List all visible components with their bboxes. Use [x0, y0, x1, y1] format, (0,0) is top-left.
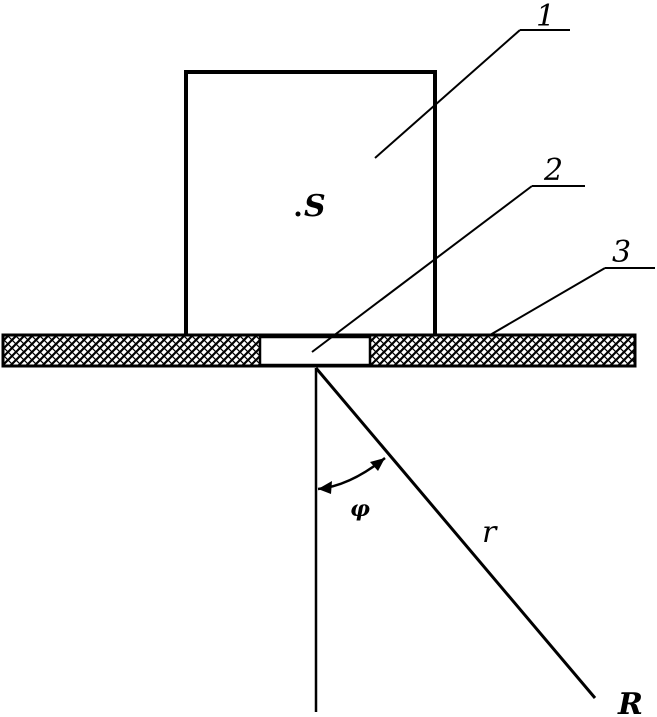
distance-label: r — [482, 515, 498, 550]
source-dot — [295, 211, 301, 217]
angle-label: φ — [350, 496, 370, 522]
receiver-label: R — [617, 687, 643, 717]
source-label: S — [304, 189, 326, 224]
callout-2-label: 2 — [543, 153, 563, 188]
callout-3-label: 3 — [612, 235, 631, 270]
callout-1-label: 1 — [536, 0, 555, 34]
aperture — [258, 335, 372, 367]
callout-leader-2 — [311, 185, 585, 353]
callout-leader-1 — [374, 29, 570, 159]
ray-line — [314, 367, 597, 699]
chamber-box — [184, 70, 437, 335]
angle-arc — [317, 457, 386, 494]
callout-leader-3 — [489, 267, 655, 336]
